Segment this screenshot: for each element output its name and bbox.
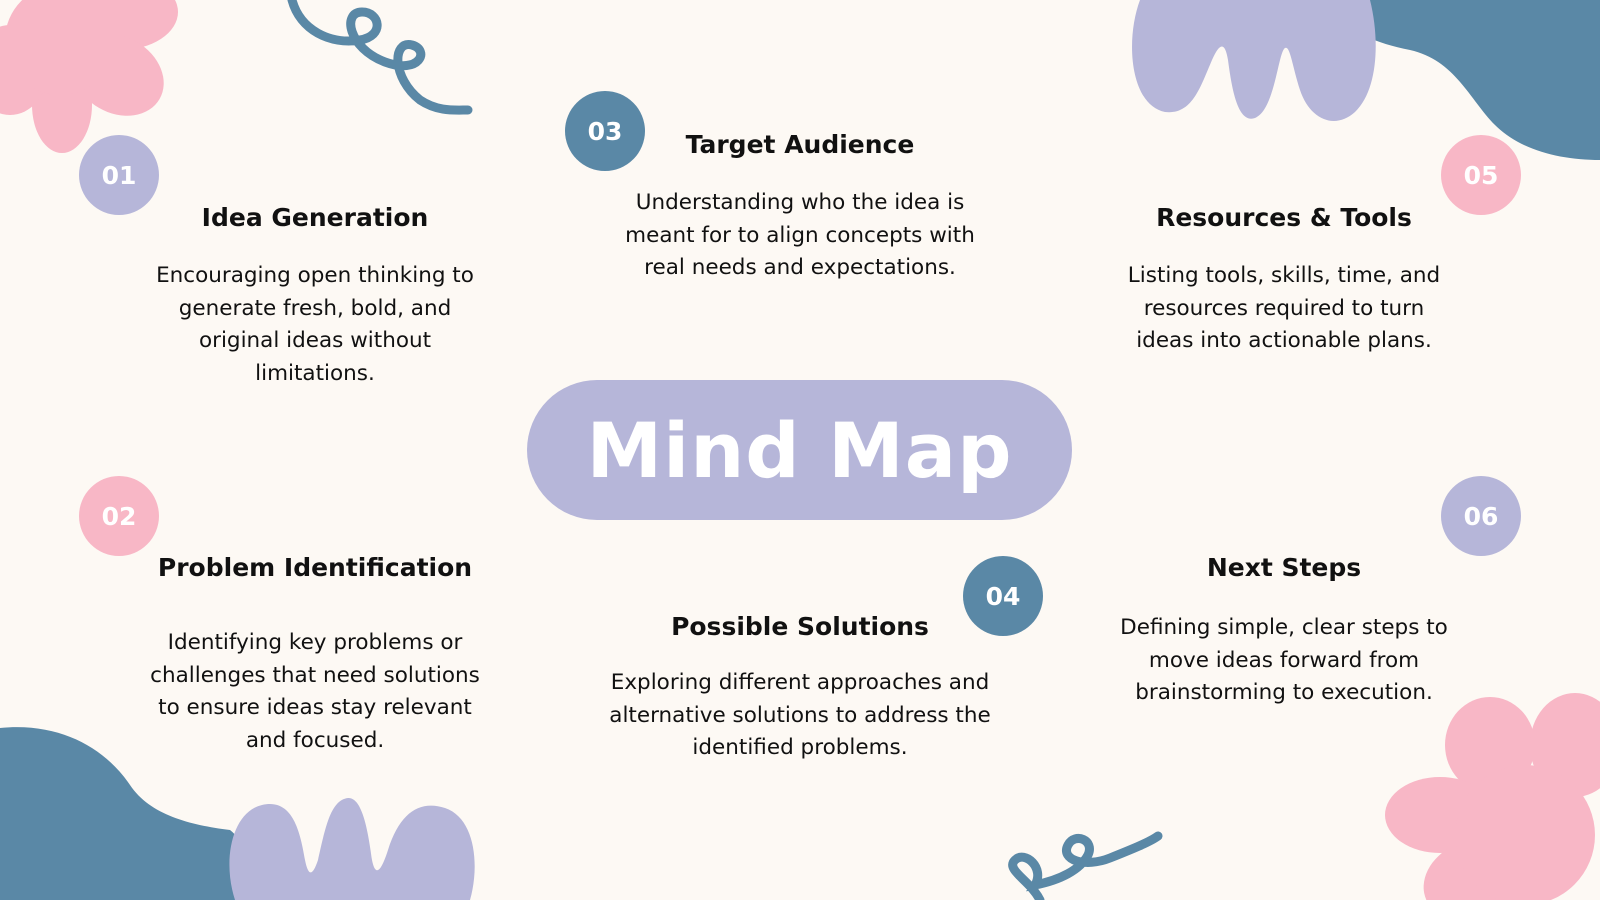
squiggle-bottom-center [1008, 831, 1163, 900]
node-desc-next-steps: Defining simple, clear steps to move ide… [1120, 615, 1448, 705]
number-badge-01: 01 [79, 135, 159, 215]
node-desc-idea-generation: Encouraging open thinking to generate fr… [156, 263, 474, 386]
node-desc-possible-solutions: Exploring different approaches and alter… [609, 670, 991, 760]
node-title-idea-generation: Idea Generation [201, 203, 429, 232]
number-badge-03: 03 [565, 91, 645, 171]
number-badge-04: 04 [963, 556, 1043, 636]
lavender-blob-bottom-left [229, 797, 475, 900]
pink-flower-bottom-right [1385, 693, 1600, 900]
node-title-target-audience: Target Audience [685, 130, 915, 159]
center-node: Mind Map [527, 380, 1072, 520]
mind-map-title: Mind Map [586, 405, 1013, 495]
node-title-possible-solutions: Possible Solutions [671, 612, 929, 641]
number-badge-02: 02 [79, 476, 159, 556]
squiggle-top-left [287, 0, 473, 115]
node-desc-target-audience: Understanding who the idea is meant for … [625, 190, 975, 280]
pink-flower-top-left [0, 0, 178, 153]
node-title-resources-tools: Resources & Tools [1156, 203, 1412, 232]
blue-blob-bottom-left [0, 727, 248, 900]
number-badge-06: 06 [1441, 476, 1521, 556]
blue-blob-top-right [1330, 0, 1600, 160]
node-title-next-steps: Next Steps [1206, 553, 1362, 582]
node-desc-problem-identification: Identifying key problems or challenges t… [150, 630, 480, 753]
node-title-problem-identification: Problem Identification [157, 553, 473, 582]
node-desc-resources-tools: Listing tools, skills, time, and resourc… [1127, 263, 1441, 353]
lavender-blob-top-right [1132, 0, 1376, 121]
number-badge-05: 05 [1441, 135, 1521, 215]
